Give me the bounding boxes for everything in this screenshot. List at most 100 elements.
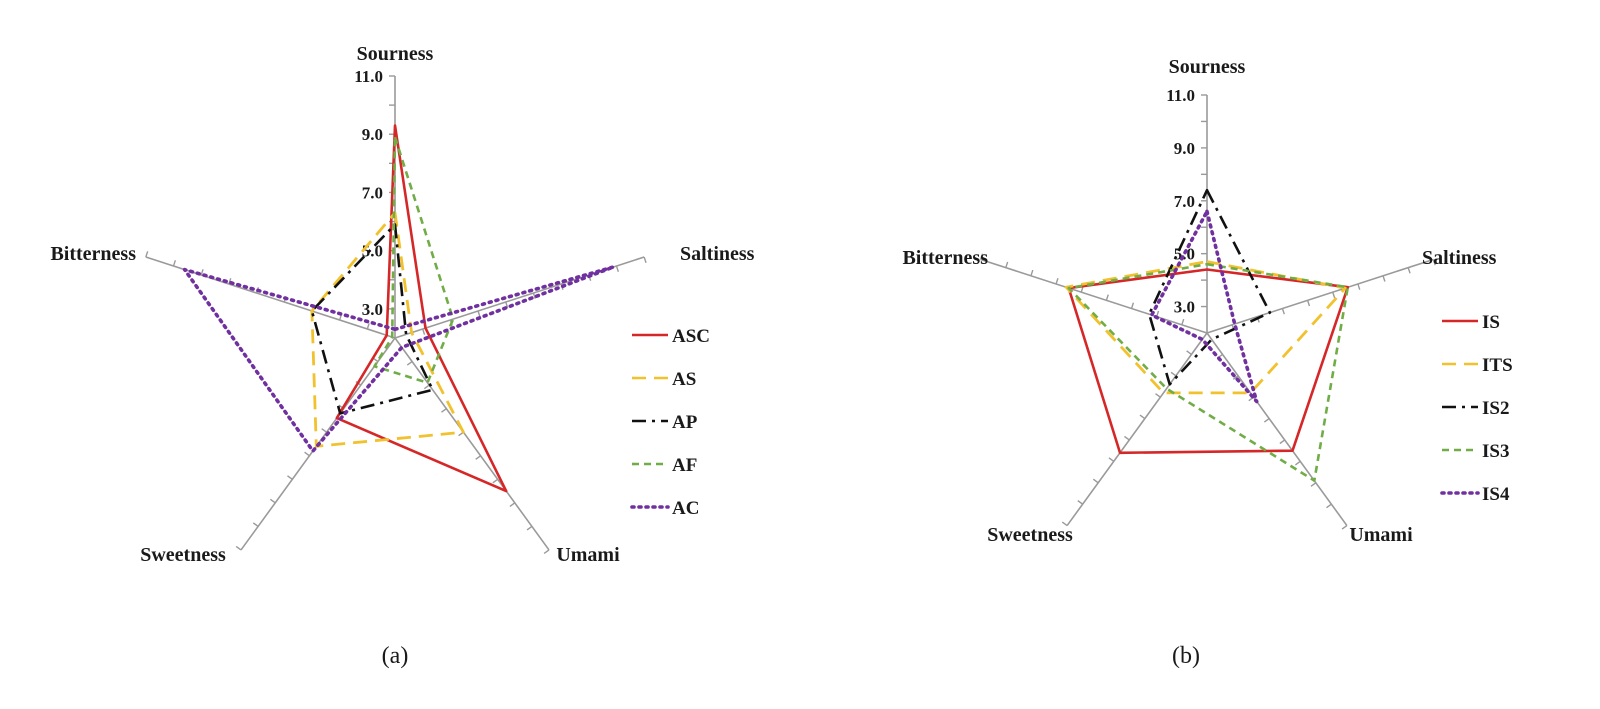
axis-tick-bitterness bbox=[145, 251, 149, 258]
axis-tick-bitterness bbox=[979, 253, 984, 260]
axis-tick-bitterness bbox=[172, 260, 177, 267]
axis-tick-sweetness bbox=[1139, 414, 1146, 420]
axis-tick-saltiness bbox=[643, 256, 647, 263]
legend-label-is3: IS3 bbox=[1482, 441, 1509, 462]
tick-label: 3.0 bbox=[1174, 298, 1195, 317]
axis-tick-bitterness bbox=[1130, 302, 1135, 309]
tick-label: 7.0 bbox=[1174, 192, 1195, 211]
series-line-its bbox=[1064, 260, 1347, 395]
axis-tick-umami bbox=[526, 525, 533, 531]
axis-tick-sweetness bbox=[269, 498, 276, 504]
axis-tick-umami bbox=[509, 502, 516, 507]
axis-title-saltiness: Saltiness bbox=[1422, 247, 1497, 269]
series-line-as bbox=[310, 211, 465, 448]
axis-title-sweetness: Sweetness bbox=[140, 544, 226, 566]
axis-tick-sweetness bbox=[1092, 478, 1099, 484]
axis-tick-umami bbox=[1263, 418, 1270, 423]
legend-label-ac: AC bbox=[672, 498, 699, 519]
axis-line-saltiness bbox=[1206, 258, 1434, 334]
legend-label-is2: IS2 bbox=[1482, 398, 1509, 419]
axis-tick-saltiness bbox=[615, 265, 620, 272]
axis-tick-bitterness bbox=[200, 269, 204, 276]
axis-title-bitterness: Bitterness bbox=[902, 247, 988, 269]
axis-tick-sweetness bbox=[1061, 521, 1068, 527]
axis-tick-sweetness bbox=[1124, 435, 1130, 441]
legend-label-asc: ASC bbox=[672, 326, 710, 347]
axis-tick-sweetness bbox=[1077, 500, 1084, 505]
axis-tick-saltiness bbox=[1407, 267, 1411, 274]
axis-tick-sweetness bbox=[252, 522, 259, 527]
axis-tick-saltiness bbox=[422, 328, 426, 335]
legend-label-is: IS bbox=[1482, 312, 1500, 333]
axis-title-sourness: Sourness bbox=[357, 43, 434, 65]
axis-tick-bitterness bbox=[1005, 261, 1009, 268]
axis-tick-sweetness bbox=[1155, 393, 1161, 398]
axis-title-umami: Umami bbox=[1349, 524, 1413, 546]
axis-tick-umami bbox=[1279, 439, 1286, 445]
tick-label: 5.0 bbox=[362, 242, 383, 261]
axis-tick-umami bbox=[475, 455, 481, 460]
series-line-is bbox=[1067, 268, 1350, 455]
axis-tick-saltiness bbox=[1357, 283, 1361, 290]
axis-tick-sweetness bbox=[287, 475, 293, 480]
axis-tick-bitterness bbox=[228, 278, 232, 285]
series-line-is4 bbox=[1149, 209, 1259, 404]
series-line-asc bbox=[335, 124, 508, 493]
axis-tick-umami bbox=[1310, 482, 1317, 487]
axis-tick-umami bbox=[406, 360, 413, 366]
axis-tick-sweetness bbox=[304, 451, 310, 457]
series-line-ac bbox=[182, 265, 616, 453]
axis-tick-umami bbox=[423, 384, 430, 390]
tick-label: 11.0 bbox=[354, 67, 383, 86]
tick-label: 11.0 bbox=[1166, 86, 1195, 105]
series-line-is2 bbox=[1147, 188, 1272, 386]
tick-label: 3.0 bbox=[362, 300, 383, 319]
axis-tick-saltiness bbox=[1281, 308, 1285, 315]
axis-tick-bitterness bbox=[1055, 278, 1059, 285]
axis-title-bitterness: Bitterness bbox=[50, 243, 136, 265]
axis-tick-saltiness bbox=[1332, 291, 1336, 299]
series-line-is3 bbox=[1067, 262, 1350, 482]
axis-tick-bitterness bbox=[1105, 294, 1109, 301]
axis-tick-bitterness bbox=[1030, 269, 1034, 277]
axis-tick-saltiness bbox=[1382, 275, 1386, 282]
axis-title-umami: Umami bbox=[556, 544, 620, 566]
legend-label-is4: IS4 bbox=[1482, 484, 1510, 505]
axis-tick-saltiness bbox=[477, 310, 481, 317]
axis-tick-sweetness bbox=[1186, 350, 1192, 355]
axis-tick-sweetness bbox=[1108, 457, 1115, 462]
axis-tick-sweetness bbox=[1170, 371, 1177, 377]
legend-label-ap: AP bbox=[672, 412, 698, 433]
axis-tick-saltiness bbox=[532, 292, 536, 299]
axis-title-sourness: Sourness bbox=[1169, 56, 1246, 78]
axis-tick-umami bbox=[1294, 460, 1301, 466]
axis-tick-umami bbox=[441, 408, 447, 413]
tick-label: 9.0 bbox=[1174, 139, 1195, 158]
panel-label: (b) bbox=[1172, 643, 1200, 669]
axis-tick-sweetness bbox=[235, 545, 242, 551]
axis-tick-umami bbox=[1232, 375, 1239, 380]
tick-label: 7.0 bbox=[362, 183, 383, 202]
axis-line-umami bbox=[1206, 332, 1348, 527]
axis-tick-bitterness bbox=[366, 323, 370, 330]
axis-tick-umami bbox=[458, 431, 464, 437]
axis-tick-saltiness bbox=[505, 301, 509, 308]
axis-line-umami bbox=[394, 337, 550, 551]
axis-tick-bitterness bbox=[1181, 318, 1185, 326]
legend-label-as: AS bbox=[672, 369, 696, 390]
axis-tick-umami bbox=[492, 478, 499, 484]
tick-label: 9.0 bbox=[362, 125, 383, 144]
axis-tick-umami bbox=[543, 549, 550, 555]
legend-label-af: AF bbox=[672, 455, 697, 476]
axis-tick-umami bbox=[1341, 524, 1348, 530]
axis-line-bitterness bbox=[980, 258, 1208, 334]
legend-label-its: ITS bbox=[1482, 355, 1513, 376]
axis-tick-saltiness bbox=[1432, 259, 1436, 266]
panel-label: (a) bbox=[382, 643, 409, 669]
axis-tick-umami bbox=[1326, 503, 1332, 509]
axis-title-sweetness: Sweetness bbox=[987, 524, 1073, 546]
series-line-af bbox=[373, 135, 455, 385]
axis-line-sweetness bbox=[1066, 332, 1208, 527]
series-line-ap bbox=[310, 223, 434, 415]
